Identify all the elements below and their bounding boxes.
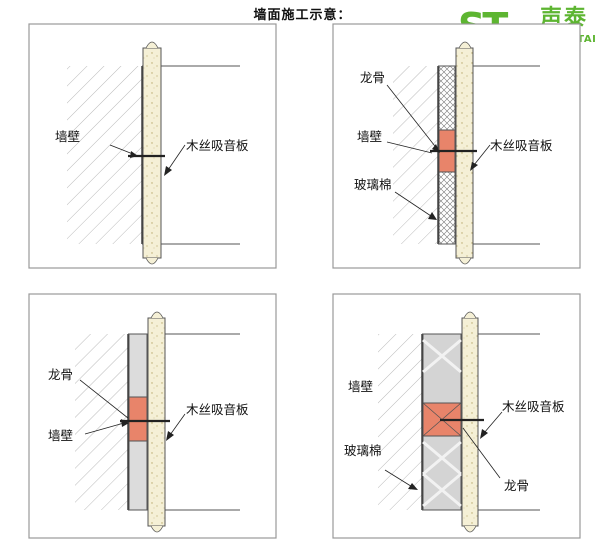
page-title: 墙面施工示意： — [253, 8, 352, 23]
label-board: 木丝吸音板 — [490, 138, 553, 153]
wood-wool-board — [461, 317, 479, 527]
label-wool: 玻璃棉 — [344, 443, 382, 458]
label-keel: 龙骨 — [48, 367, 73, 382]
panel-wall-keel-wool: 龙骨 墙壁 木丝吸音板 玻璃棉 — [332, 23, 581, 269]
label-wall: 墙壁 — [357, 129, 382, 144]
break-mark-top — [463, 311, 477, 319]
board-arrow — [164, 166, 172, 176]
board-leader — [483, 411, 503, 434]
label-wall: 墙壁 — [348, 379, 373, 394]
break-mark-bottom — [150, 525, 164, 533]
wool-arrow — [408, 483, 418, 490]
keel-leader — [79, 379, 129, 419]
label-keel: 龙骨 — [360, 70, 385, 85]
keel-leader — [462, 427, 501, 479]
label-board: 木丝吸音板 — [502, 399, 565, 414]
board-leader — [473, 144, 491, 166]
label-wall: 墙壁 — [48, 428, 73, 443]
label-wool: 玻璃棉 — [354, 177, 392, 192]
panel-wall-direct: 墙壁 木丝吸音板 — [28, 23, 277, 269]
label-keel: 龙骨 — [504, 478, 529, 493]
keel-arrow — [432, 144, 440, 153]
wood-wool-board — [142, 47, 162, 259]
board-arrow — [480, 429, 488, 439]
wall-hatch — [393, 66, 438, 244]
wood-wool-board — [455, 47, 474, 259]
board-arrow — [166, 431, 174, 441]
keel — [128, 396, 148, 442]
label-board: 木丝吸音板 — [186, 402, 249, 417]
wall-leader — [386, 141, 433, 154]
wall-hatch — [67, 66, 142, 244]
label-board: 木丝吸音板 — [186, 138, 249, 153]
panel-wall-keel: 龙骨 墙壁 木丝吸音板 — [28, 293, 277, 539]
wool-arrow — [428, 212, 437, 220]
wall-leader — [84, 422, 125, 435]
break-mark-bottom — [458, 257, 472, 265]
break-mark-bottom — [463, 525, 477, 533]
wool-texture — [422, 338, 462, 508]
wall-hatch — [378, 334, 422, 510]
break-mark-bottom — [145, 257, 159, 265]
panel-wall-thick-wool: 墙壁 木丝吸音板 玻璃棉 龙骨 — [332, 293, 581, 539]
wall-arrow — [121, 419, 129, 427]
board-arrow — [470, 162, 478, 171]
break-mark-top — [458, 41, 472, 49]
keel-leader — [386, 84, 439, 151]
wall-arrow — [130, 151, 138, 158]
wool-leader — [384, 469, 415, 489]
wall-hatch — [75, 334, 128, 510]
wool-leader — [394, 191, 435, 219]
board-leader — [167, 144, 186, 171]
board-leader — [169, 413, 186, 436]
break-mark-top — [150, 311, 164, 319]
label-wall: 墙壁 — [55, 129, 80, 144]
break-mark-top — [145, 41, 159, 49]
